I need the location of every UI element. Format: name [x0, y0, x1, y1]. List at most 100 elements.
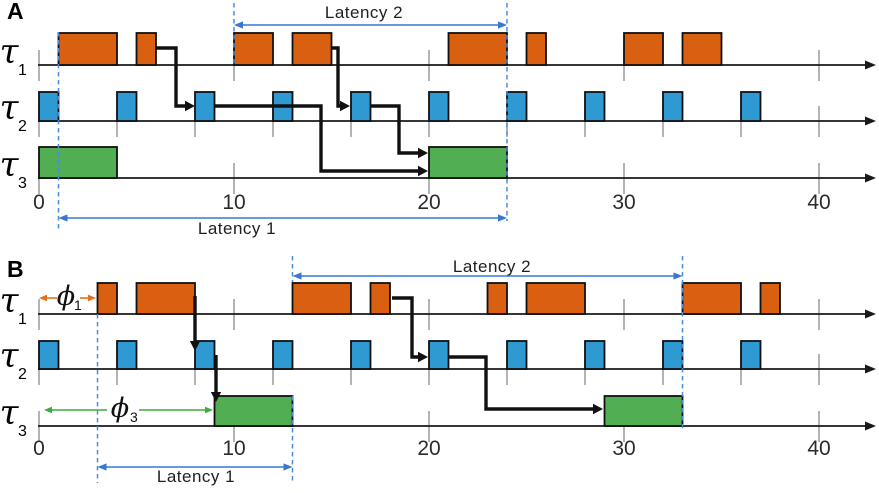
job-box-tau2	[506, 91, 528, 122]
task-label-subscript-tau3: 3	[18, 423, 27, 440]
latency-1-arrowhead-icon	[97, 463, 107, 471]
latency-2-arrowhead-icon	[498, 21, 507, 29]
axis-tick-label: 20	[417, 437, 440, 460]
phi-1-label: ϕ	[57, 281, 75, 312]
job-box-tau1	[96, 282, 118, 315]
latency-2-label: Latency 2	[325, 3, 403, 22]
axis-tick-label: 10	[222, 191, 245, 214]
axis-tick-label: 10	[222, 437, 245, 460]
flow-arrowhead-icon	[210, 392, 222, 402]
task-label-tau2: τ	[0, 336, 20, 376]
flow-arrowhead-icon	[189, 341, 201, 351]
job-box-tau1	[291, 32, 333, 66]
task-label-tau3: τ	[0, 145, 20, 185]
job-box-tau2	[38, 91, 60, 122]
job-box-tau2	[662, 91, 684, 122]
task-label-tau2: τ	[0, 88, 20, 128]
job-box-tau1	[291, 282, 352, 315]
job-box-tau3	[213, 395, 294, 427]
job-box-tau2	[272, 340, 294, 370]
job-box-tau1	[525, 32, 547, 66]
job-box-tau1	[759, 282, 781, 315]
job-box-tau3	[428, 146, 508, 179]
job-box-tau2	[116, 340, 138, 370]
latency-2-arrowhead-icon	[234, 21, 243, 29]
panel-label-A: A	[7, 0, 24, 24]
job-box-tau2	[740, 91, 762, 122]
job-box-tau1	[57, 32, 118, 66]
job-box-tau1	[233, 32, 274, 66]
job-box-tau2	[740, 340, 762, 370]
axis-tick-label: 20	[417, 191, 440, 214]
job-box-tau2	[428, 340, 450, 370]
flow-arrowhead-icon	[185, 100, 195, 112]
flow-arrowhead-icon	[593, 403, 603, 415]
axis-tick-label: 0	[33, 437, 45, 460]
job-box-tau1	[623, 32, 664, 66]
job-box-tau2	[506, 340, 528, 370]
job-box-tau1	[369, 282, 391, 315]
latency-2-label: Latency 2	[453, 257, 531, 276]
job-box-tau2	[350, 91, 372, 122]
phi-1-arrowhead-icon	[88, 294, 96, 302]
axis-tick-label: 30	[612, 437, 635, 460]
job-box-tau2	[584, 91, 606, 122]
flow-arrow	[371, 104, 421, 155]
task-label-subscript-tau2: 2	[18, 366, 27, 383]
phi-1-label-subscript: 1	[74, 297, 82, 313]
flow-arrowhead-icon	[418, 147, 428, 159]
latency-2-arrowhead-icon	[673, 272, 683, 280]
phi-3-arrowhead-icon	[44, 406, 52, 414]
job-box-tau1	[135, 32, 157, 66]
axis-arrowhead-icon	[865, 421, 876, 431]
panel-label-B: B	[7, 256, 24, 282]
job-box-tau1	[447, 32, 508, 66]
task-label-subscript-tau3: 3	[18, 175, 27, 192]
task-label-subscript-tau1: 1	[18, 62, 27, 79]
axis-arrowhead-icon	[865, 173, 876, 183]
latency-2-arrowhead-icon	[292, 272, 302, 280]
axis-arrowhead-icon	[865, 309, 876, 319]
job-box-tau1	[486, 282, 508, 315]
axis-tick-label: 30	[612, 191, 635, 214]
job-box-tau3	[603, 395, 684, 427]
phi-3-label-subscript: 3	[130, 409, 138, 425]
task-label-subscript-tau1: 1	[18, 311, 27, 328]
axis-arrowhead-icon	[865, 60, 876, 70]
job-box-tau2	[350, 340, 372, 370]
task-label-subscript-tau2: 2	[18, 118, 27, 135]
phi-3-arrowhead-icon	[205, 406, 213, 414]
job-box-tau2	[584, 340, 606, 370]
latency-1-label: Latency 1	[198, 219, 276, 238]
flow-arrow	[156, 46, 188, 108]
latency-1-arrowhead-icon	[498, 214, 507, 222]
phi-3-label: ϕ	[111, 393, 129, 424]
latency-1-label: Latency 1	[157, 467, 235, 486]
task-label-tau1: τ	[0, 32, 20, 72]
job-box-tau3	[38, 146, 118, 179]
job-box-tau2	[116, 91, 138, 122]
flow-arrow	[214, 104, 421, 173]
job-box-tau1	[681, 282, 742, 315]
axis-tick-label: 0	[33, 191, 45, 214]
flow-arrow	[331, 46, 343, 108]
phi-1-arrowhead-icon	[39, 294, 47, 302]
job-box-tau1	[681, 32, 723, 66]
job-box-tau1	[135, 282, 196, 315]
task-label-tau3: τ	[0, 393, 20, 433]
flow-arrow	[392, 296, 421, 359]
axis-tick-label: 40	[807, 437, 830, 460]
latency-1-arrowhead-icon	[283, 463, 293, 471]
flow-arrowhead-icon	[418, 351, 428, 363]
flow-arrowhead-icon	[340, 100, 350, 112]
flow-arrowhead-icon	[418, 165, 428, 177]
axis-tick-label: 40	[807, 191, 830, 214]
axis-arrowhead-icon	[865, 364, 876, 374]
job-box-tau2	[38, 340, 60, 370]
flow-arrow	[449, 355, 596, 411]
latency-1-arrowhead-icon	[58, 214, 68, 222]
